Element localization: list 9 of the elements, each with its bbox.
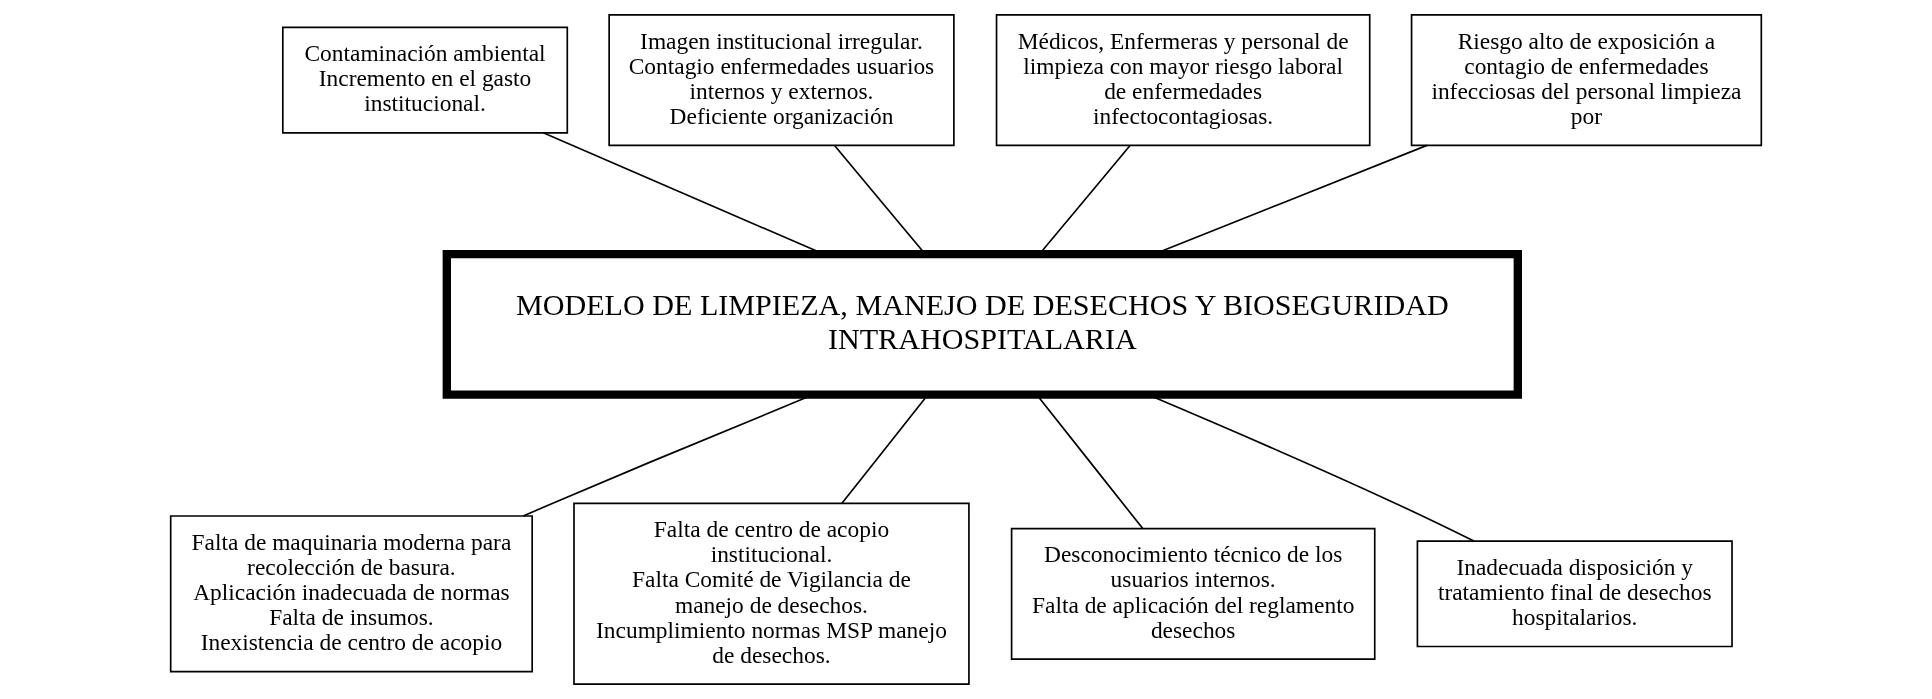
node-box: Falta de maquinaria moderna para recolección de basura. Aplicación inadecuada de normas Falta de insumos. Inexistencia de centro de acopio — [169, 515, 533, 673]
node-box: Imagen institucional irregular. Contagio enfermedades usuarios internos y externos. Deficiente organización — [608, 13, 955, 147]
node-box: Inadecuada disposición y tratamiento final de desechos hospitalarios. — [1416, 540, 1733, 648]
node-box: MODELO DE LIMPIEZA, MANEJO DE DESECHOS Y BIOSEGURIDAD INTRAHOSPITALARIA — [442, 249, 1522, 399]
node-box: Riesgo alto de exposición a contagio de enfermedades infecciosas del personal limpieza por — [1410, 13, 1763, 147]
node-box: Falta de centro de acopio institucional. Falta Comité de Vigilancia de manejo de desechos. Incumplimiento normas MSP manejo de desechos. — [573, 502, 970, 686]
node-box: Médicos, Enfermeras y personal de limpieza con mayor riesgo laboral de enfermedades infectocontagiosas. — [995, 13, 1371, 147]
node-box: Contaminación ambiental Incremento en el gasto institucional. — [281, 26, 569, 134]
node-box: Desconocimiento técnico de los usuarios internos. Falta de aplicación del reglamento desechos — [1010, 527, 1376, 660]
